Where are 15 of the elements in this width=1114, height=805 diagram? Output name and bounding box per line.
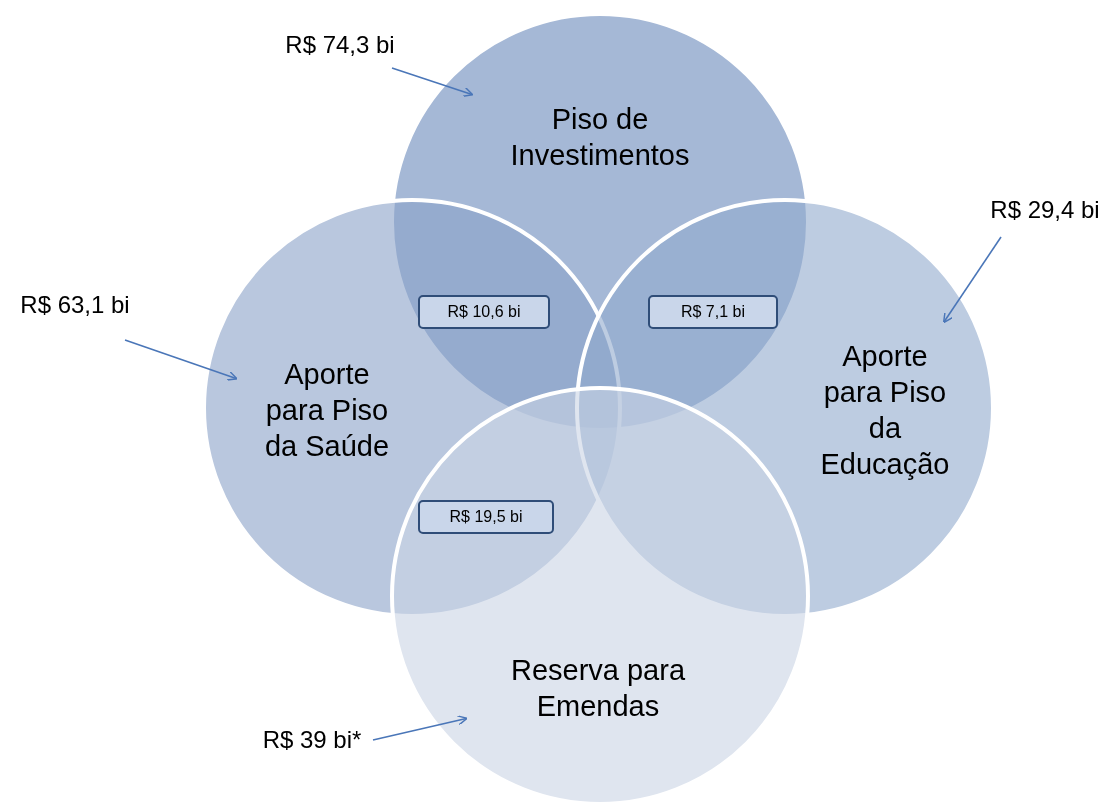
- arrow: [942, 236, 1002, 324]
- value-box: R$ 19,5 bi: [418, 500, 554, 534]
- value-label: R$ 29,4 bi: [990, 196, 1100, 224]
- circle-label: Aporte para Piso da Saúde: [263, 357, 391, 464]
- value-box: R$ 7,1 bi: [648, 295, 778, 329]
- circle-label: Aporte para Piso da Educação: [819, 339, 951, 482]
- arrow: [372, 715, 468, 741]
- circle-label: Piso de Investimentos: [509, 102, 691, 173]
- value-label: R$ 74,3 bi: [285, 31, 395, 59]
- arrow: [391, 67, 474, 97]
- circle-label: Reserva para Emendas: [509, 653, 687, 724]
- value-label: R$ 39 bi*: [262, 726, 362, 754]
- arrow: [124, 339, 238, 381]
- value-box: R$ 10,6 bi: [418, 295, 550, 329]
- value-label: R$ 63,1 bi: [20, 291, 130, 319]
